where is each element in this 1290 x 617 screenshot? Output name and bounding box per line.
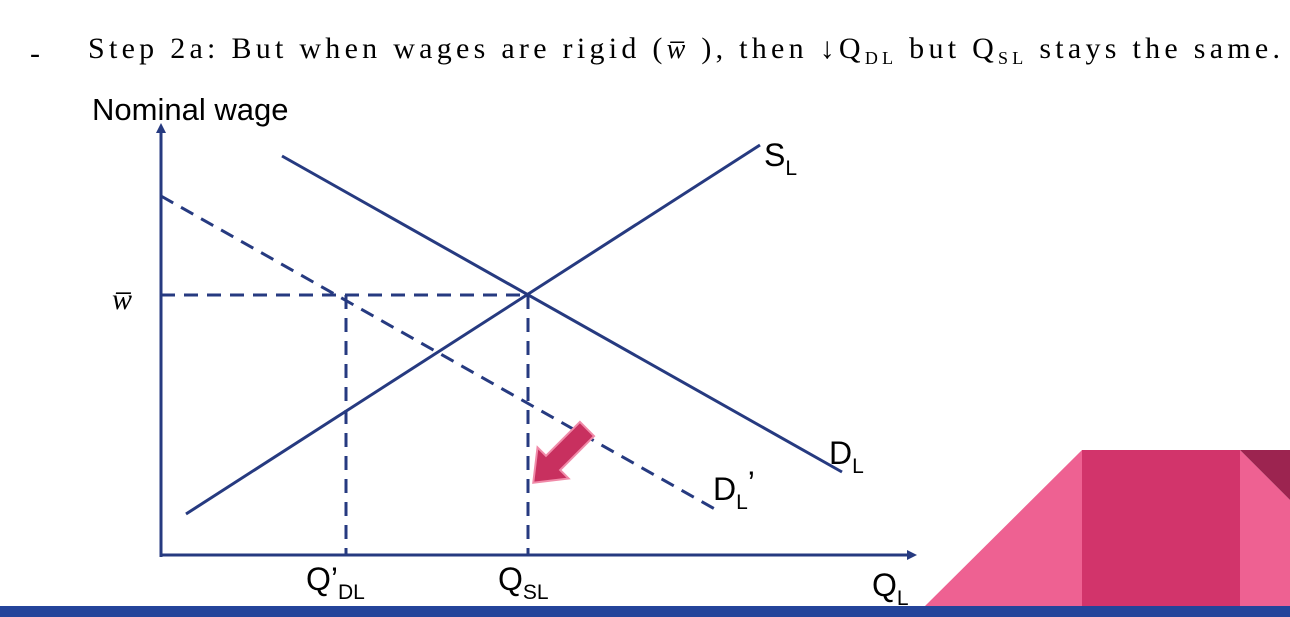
bullet-text: Step 2a: But when wages are rigid (w̅ ),… xyxy=(88,32,1280,68)
bullet-sub-dl: DL xyxy=(865,48,893,68)
decor-triangle xyxy=(925,450,1082,606)
bullet-w-symbol: w̅ xyxy=(667,34,686,65)
bullet-suffix: stays the same. xyxy=(1028,32,1280,65)
decor-fold xyxy=(1240,450,1290,500)
bullet-dash: - xyxy=(30,37,40,70)
demand-curve xyxy=(281,154,843,474)
shifted-demand-label: DL’ xyxy=(713,465,755,514)
decor-block-mid xyxy=(1082,450,1240,606)
decor-block-right xyxy=(1240,450,1290,606)
w-bar-label: w̅ xyxy=(112,283,132,316)
shift-arrow-icon xyxy=(532,420,596,484)
shifted-demand-curve xyxy=(160,194,721,514)
demand-label: DL xyxy=(829,435,864,478)
bullet-prefix: Step 2a: But when wages are rigid ( xyxy=(88,32,662,65)
y-axis-label: Nominal wage xyxy=(92,92,288,127)
bullet-sub-sl: SL xyxy=(998,48,1023,68)
supply-curve xyxy=(185,143,761,516)
supply-label: SL xyxy=(764,137,797,180)
tick-label-q-dl: Q’DL xyxy=(306,561,365,604)
tick-label-q-sl: QSL xyxy=(498,561,549,604)
bottom-bar xyxy=(0,606,1290,617)
bullet-middle: ), then ↓Q xyxy=(690,32,861,65)
x-axis-label: QL xyxy=(872,567,909,610)
bullet-mid2: but Q xyxy=(897,32,994,65)
